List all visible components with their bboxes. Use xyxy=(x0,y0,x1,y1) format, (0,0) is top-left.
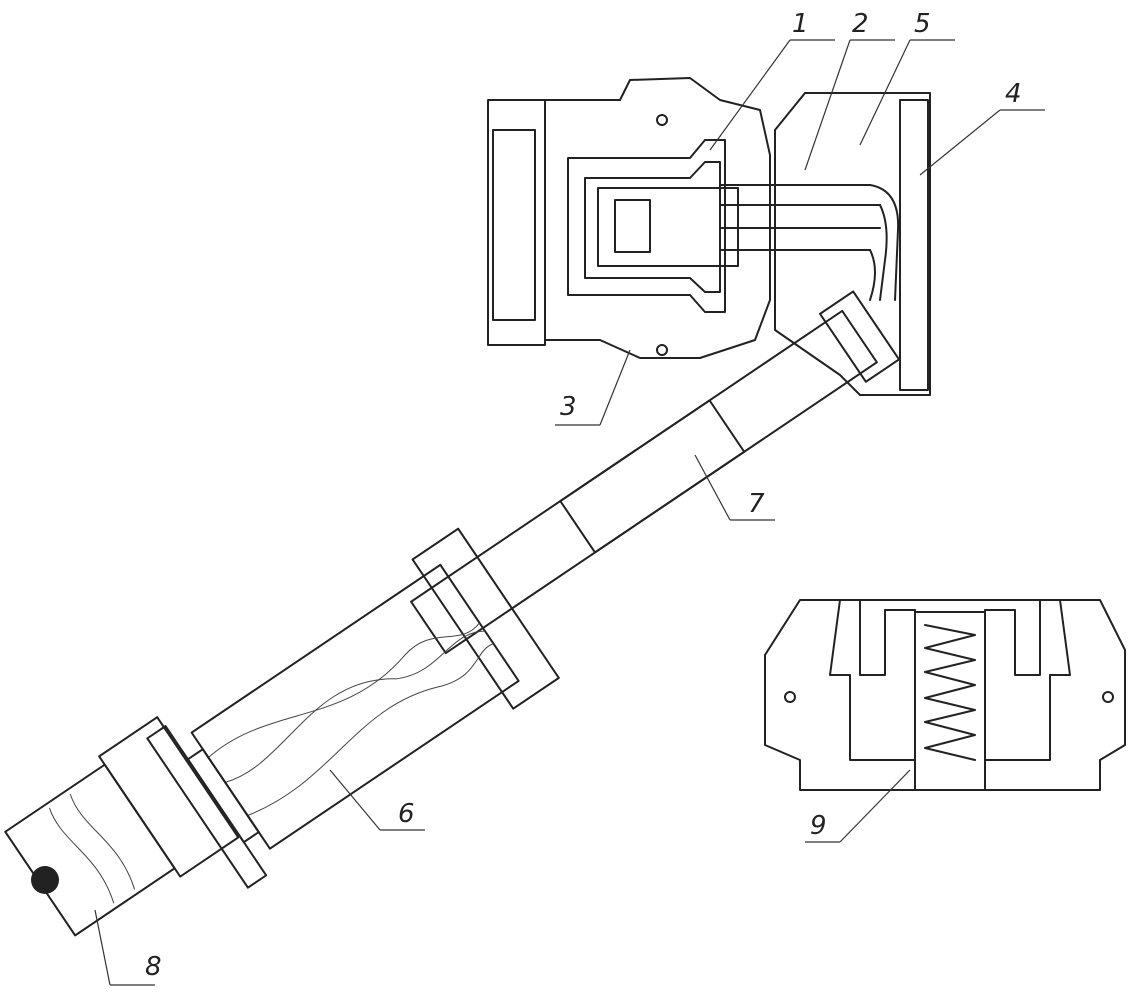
housing-inner-cavity xyxy=(567,139,726,313)
lower-connector-flange xyxy=(146,725,268,889)
callout-labels: 1 2 5 4 3 7 6 9 8 xyxy=(145,9,1022,982)
callout-5: 5 xyxy=(914,9,931,39)
lower-connector-part-6 xyxy=(146,527,560,889)
callout-3: 3 xyxy=(560,392,577,422)
callout-9: 9 xyxy=(810,811,827,841)
callout-7: 7 xyxy=(748,489,765,519)
right-block-part-5 xyxy=(774,92,931,396)
callout-4: 4 xyxy=(1005,79,1022,109)
detail-cavity-right xyxy=(984,599,1071,761)
detail-spring-housing xyxy=(914,611,986,791)
detail-view-part-9 xyxy=(764,599,1126,791)
tube-end-fitting xyxy=(819,290,901,383)
housing-hole-top xyxy=(656,114,668,126)
lower-connector-nut xyxy=(411,527,560,710)
callout-8: 8 xyxy=(145,952,162,982)
end-cap-knob xyxy=(31,866,59,894)
detail-cavity xyxy=(829,599,916,761)
housing-hole-bottom xyxy=(656,344,668,356)
end-cap-knurl xyxy=(98,716,240,878)
leader-lines xyxy=(94,39,1045,986)
insert-pin-block xyxy=(614,199,651,253)
detail-spring xyxy=(924,624,976,761)
callout-1: 1 xyxy=(792,9,809,39)
cable-tube-part-7 xyxy=(410,290,901,655)
insert-part-2 xyxy=(584,161,721,293)
end-cap-part-8 xyxy=(4,716,240,937)
top-connector-assembly xyxy=(487,77,931,396)
detail-hole-right xyxy=(1102,691,1114,703)
lower-connector-wires xyxy=(208,622,494,816)
contact-pins xyxy=(719,184,900,301)
callout-2: 2 xyxy=(852,9,869,39)
connector-left-cap xyxy=(487,99,546,346)
tube-braid-section xyxy=(559,399,746,554)
right-block-end-plate xyxy=(899,99,929,391)
detail-hole-left xyxy=(784,691,796,703)
callout-6: 6 xyxy=(398,799,415,829)
connector-left-cap-inner xyxy=(492,129,536,321)
